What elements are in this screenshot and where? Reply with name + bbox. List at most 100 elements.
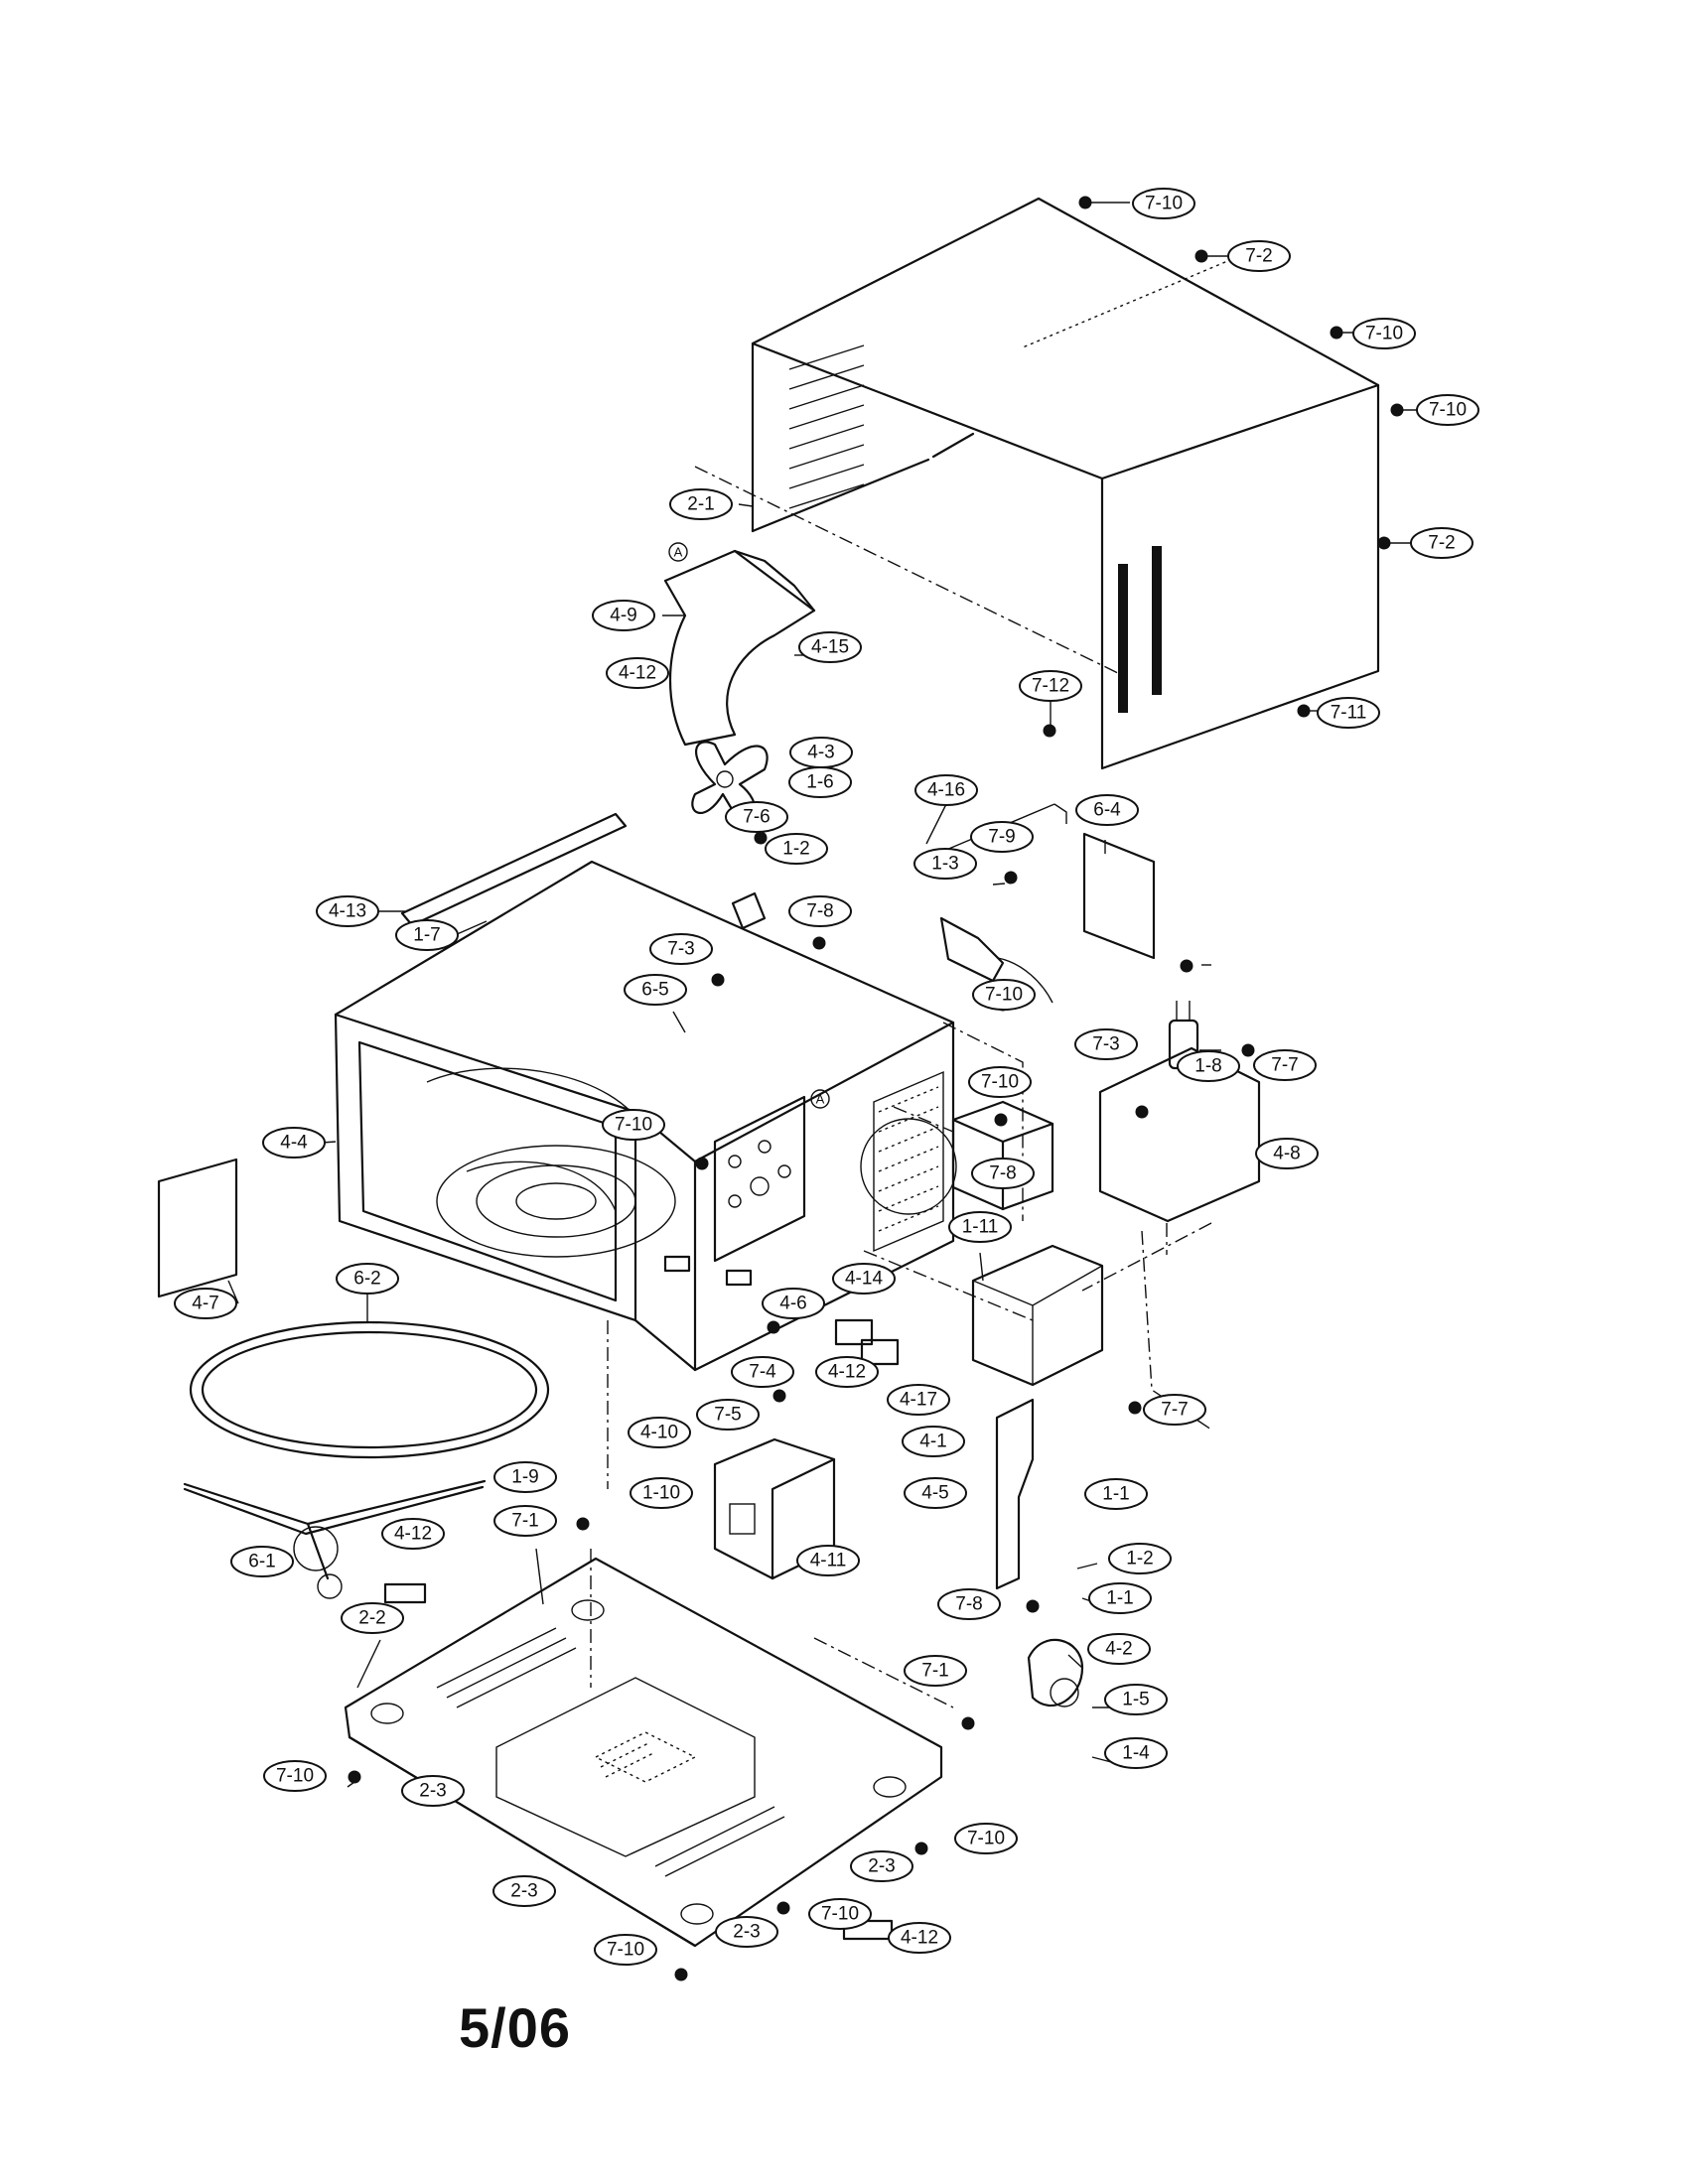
callout-label: 7-10 bbox=[1365, 324, 1403, 344]
callout-balloon bbox=[316, 895, 379, 927]
callout-2-3: 2-3 bbox=[492, 1875, 556, 1907]
callout-balloon bbox=[798, 631, 862, 663]
callout-label: 7-2 bbox=[1428, 533, 1455, 554]
callout-label: 6-2 bbox=[353, 1269, 380, 1290]
callout-label: 4-14 bbox=[845, 1269, 883, 1290]
callout-1-7: 1-7 bbox=[395, 919, 459, 951]
callout-layer: 7-107-27-107-107-27-112-14-94-154-124-31… bbox=[174, 188, 1479, 1966]
callout-2-2: 2-2 bbox=[341, 1602, 404, 1634]
callout-6-5: 6-5 bbox=[624, 974, 687, 1006]
high-voltage-transformer bbox=[971, 1244, 1104, 1387]
callout-balloon bbox=[230, 1546, 294, 1577]
callout-4-4: 4-4 bbox=[262, 1127, 326, 1159]
wave-guide-cover bbox=[157, 1158, 238, 1298]
callout-7-10: 7-10 bbox=[602, 1109, 665, 1141]
callout-balloon bbox=[948, 1211, 1012, 1243]
callout-balloon bbox=[606, 657, 669, 689]
callout-label: 2-3 bbox=[868, 1856, 895, 1877]
callout-7-10: 7-10 bbox=[954, 1823, 1018, 1854]
callout-label: 7-8 bbox=[989, 1163, 1016, 1184]
callout-balloon bbox=[1084, 1478, 1148, 1510]
callout-label: 4-12 bbox=[828, 1362, 866, 1383]
callout-label: 4-3 bbox=[807, 743, 834, 763]
reference-marker-a-text: A bbox=[674, 545, 683, 560]
callout-7-12: 7-12 bbox=[1019, 670, 1082, 702]
callout-7-10: 7-10 bbox=[1416, 394, 1479, 426]
callout-7-10: 7-10 bbox=[972, 979, 1036, 1011]
callout-balloon bbox=[808, 1898, 872, 1930]
callout-label: 7-10 bbox=[981, 1072, 1019, 1093]
callout-7-10: 7-10 bbox=[594, 1934, 657, 1966]
callout-label: 1-6 bbox=[806, 772, 833, 793]
callout-4-6: 4-6 bbox=[762, 1288, 825, 1319]
callout-label: 2-3 bbox=[733, 1922, 760, 1943]
callout-7-3: 7-3 bbox=[649, 933, 713, 965]
callout-balloon bbox=[395, 919, 459, 951]
callout-label: 4-1 bbox=[919, 1432, 946, 1452]
callout-balloon bbox=[850, 1850, 913, 1882]
callout-4-12: 4-12 bbox=[815, 1356, 879, 1388]
callout-balloon bbox=[972, 979, 1036, 1011]
foot-pads bbox=[383, 1255, 900, 1941]
callout-4-12: 4-12 bbox=[381, 1518, 445, 1550]
guide-rail-strip bbox=[400, 812, 628, 927]
callout-balloon bbox=[971, 1158, 1035, 1189]
callout-label: 4-11 bbox=[810, 1551, 847, 1571]
callout-label: 2-3 bbox=[510, 1881, 537, 1902]
callout-7-9: 7-9 bbox=[970, 821, 1034, 853]
callout-label: 7-10 bbox=[985, 985, 1023, 1006]
callout-balloon bbox=[725, 801, 788, 833]
callout-balloon bbox=[336, 1263, 399, 1295]
callout-balloon bbox=[174, 1288, 237, 1319]
callout-4-12: 4-12 bbox=[888, 1922, 951, 1954]
callout-label: 1-5 bbox=[1122, 1690, 1149, 1710]
callout-label: 1-8 bbox=[1194, 1056, 1221, 1077]
callout-4-17: 4-17 bbox=[887, 1384, 950, 1416]
callout-balloon bbox=[1253, 1049, 1317, 1081]
callout-balloon bbox=[913, 848, 977, 880]
callout-balloon bbox=[1410, 527, 1474, 559]
callout-balloon bbox=[788, 766, 852, 798]
reference-marker-a: A A bbox=[668, 542, 830, 1109]
callout-balloon bbox=[1177, 1050, 1240, 1082]
callout-label: 1-9 bbox=[511, 1467, 538, 1488]
callout-balloon bbox=[832, 1263, 896, 1295]
cabinet-side-vents bbox=[788, 344, 1162, 713]
callout-7-10: 7-10 bbox=[808, 1898, 872, 1930]
callout-7-8: 7-8 bbox=[788, 895, 852, 927]
callout-label: 7-1 bbox=[921, 1661, 948, 1682]
callout-balloon bbox=[628, 1417, 691, 1448]
callout-balloon bbox=[630, 1477, 693, 1509]
callout-label: 7-3 bbox=[667, 939, 694, 960]
callout-balloon bbox=[592, 600, 655, 631]
callout-balloon bbox=[1074, 1028, 1138, 1060]
callout-label: 7-10 bbox=[1145, 194, 1183, 214]
callout-label: 4-8 bbox=[1273, 1144, 1300, 1164]
callout-7-5: 7-5 bbox=[696, 1399, 760, 1431]
callout-label: 1-2 bbox=[1126, 1549, 1153, 1570]
callout-label: 2-2 bbox=[358, 1608, 385, 1629]
callout-label: 6-5 bbox=[641, 980, 668, 1001]
callout-balloon bbox=[815, 1356, 879, 1388]
fan-duct bbox=[663, 549, 816, 747]
callout-6-4: 6-4 bbox=[1075, 794, 1139, 826]
callout-balloon bbox=[887, 1384, 950, 1416]
callout-7-8: 7-8 bbox=[971, 1158, 1035, 1189]
callout-balloon bbox=[1227, 240, 1291, 272]
callout-1-1: 1-1 bbox=[1084, 1478, 1148, 1510]
callout-label: 7-10 bbox=[615, 1115, 652, 1136]
callout-7-2: 7-2 bbox=[1410, 527, 1474, 559]
callout-4-5: 4-5 bbox=[904, 1477, 967, 1509]
callout-balloon bbox=[1255, 1138, 1319, 1169]
callout-label: 1-3 bbox=[931, 854, 958, 875]
callout-label: 7-10 bbox=[967, 1829, 1005, 1849]
roller-ring bbox=[189, 1320, 550, 1459]
callout-balloon bbox=[1087, 1633, 1151, 1665]
callout-balloon bbox=[649, 933, 713, 965]
callout-label: 7-12 bbox=[1032, 676, 1069, 697]
callout-label: 6-4 bbox=[1093, 800, 1121, 821]
callout-balloon bbox=[1317, 697, 1380, 729]
callout-balloon bbox=[669, 488, 733, 520]
waveguide-bracket bbox=[713, 1095, 806, 1263]
callout-label: 7-3 bbox=[1092, 1034, 1119, 1055]
